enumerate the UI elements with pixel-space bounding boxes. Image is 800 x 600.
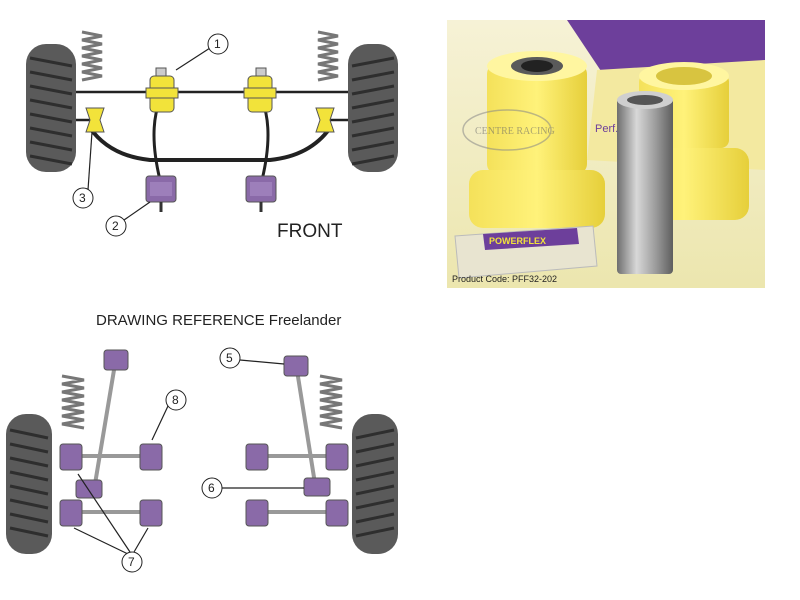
- front-left-spring: [81, 30, 103, 82]
- rear-suspension-diagram: 5 8 6 7: [6, 347, 398, 573]
- svg-text:POWERFLEX: POWERFLEX: [489, 236, 546, 246]
- front-label: FRONT: [277, 221, 343, 242]
- callout-1: 1: [175, 33, 229, 71]
- callout-8: 7: [73, 473, 149, 573]
- front-yellow-bush-right: [243, 67, 277, 113]
- front-right-spring: [317, 30, 339, 82]
- product-photo: Perf... the... CENTRE RACING POWERFLEX: [447, 20, 765, 288]
- svg-text:1: 1: [214, 37, 221, 51]
- callout-6: 6: [201, 477, 304, 499]
- rear-right-tyre: [352, 414, 398, 554]
- callout-2: 2: [105, 201, 151, 237]
- front-yellow-bush-left: [145, 67, 179, 113]
- watermark: CENTRE RACING: [462, 109, 555, 151]
- front-purple-bush-right: [245, 175, 277, 212]
- yellow-bush-left: [469, 51, 605, 228]
- svg-text:6: 6: [208, 481, 215, 495]
- anti-roll-bar: [88, 126, 332, 162]
- front-suspension-diagram: 1 3 2: [26, 30, 398, 237]
- front-arb-bush-left: [85, 107, 105, 133]
- svg-text:8: 8: [172, 393, 179, 407]
- rear-purple-bushes: [59, 349, 349, 527]
- svg-text:CENTRE RACING: CENTRE RACING: [475, 126, 555, 137]
- front-purple-bush-left: [145, 175, 177, 212]
- svg-text:7: 7: [128, 555, 135, 569]
- front-crossmember: [76, 90, 348, 122]
- svg-text:2: 2: [112, 219, 119, 233]
- product-code: Product Code: PFF32-202: [452, 274, 558, 284]
- rear-left-tyre: [6, 414, 52, 554]
- front-arb-bush-right: [315, 107, 335, 133]
- rear-right-spring: [319, 374, 343, 430]
- callout-3: 3: [72, 131, 94, 209]
- svg-text:3: 3: [79, 191, 86, 205]
- svg-text:5: 5: [226, 351, 233, 365]
- callout-5: 5: [219, 347, 285, 369]
- grease-packet: POWERFLEX: [454, 225, 598, 279]
- drawing-reference-title: DRAWING REFERENCE Freelander: [96, 312, 342, 329]
- rear-trailing-arms: [92, 357, 318, 491]
- front-right-tyre: [348, 44, 398, 172]
- steel-sleeve: [617, 91, 673, 274]
- callout-7: 8: [151, 389, 187, 441]
- front-left-tyre: [26, 44, 76, 172]
- rear-left-spring: [61, 374, 85, 430]
